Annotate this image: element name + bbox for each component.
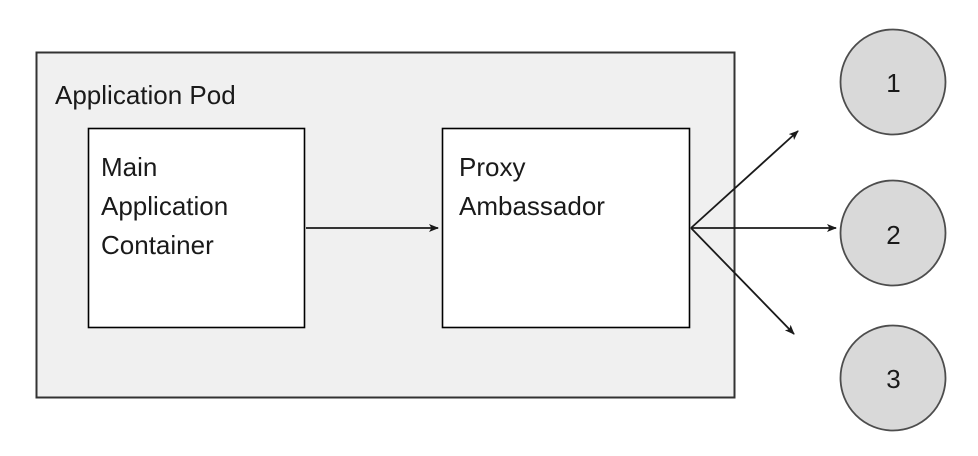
application-pod-title: Application Pod [55, 80, 236, 110]
service-circle-1-label: 1 [886, 68, 901, 98]
arrow-proxy-to-service-3 [690, 227, 795, 335]
main-application-container-label: Main Application Container [101, 152, 229, 260]
service-circle-1 [839, 28, 947, 136]
service-circle-3-label: 3 [886, 364, 901, 394]
service-circle-3 [839, 324, 947, 432]
arrow-proxy-to-service-1 [690, 130, 799, 229]
service-circle-2-label: 2 [886, 220, 901, 250]
main-application-container-box [87, 127, 306, 329]
proxy-ambassador-box [441, 127, 691, 329]
proxy-ambassador-label: Proxy Ambassador [459, 152, 605, 221]
service-circle-2 [839, 179, 947, 287]
